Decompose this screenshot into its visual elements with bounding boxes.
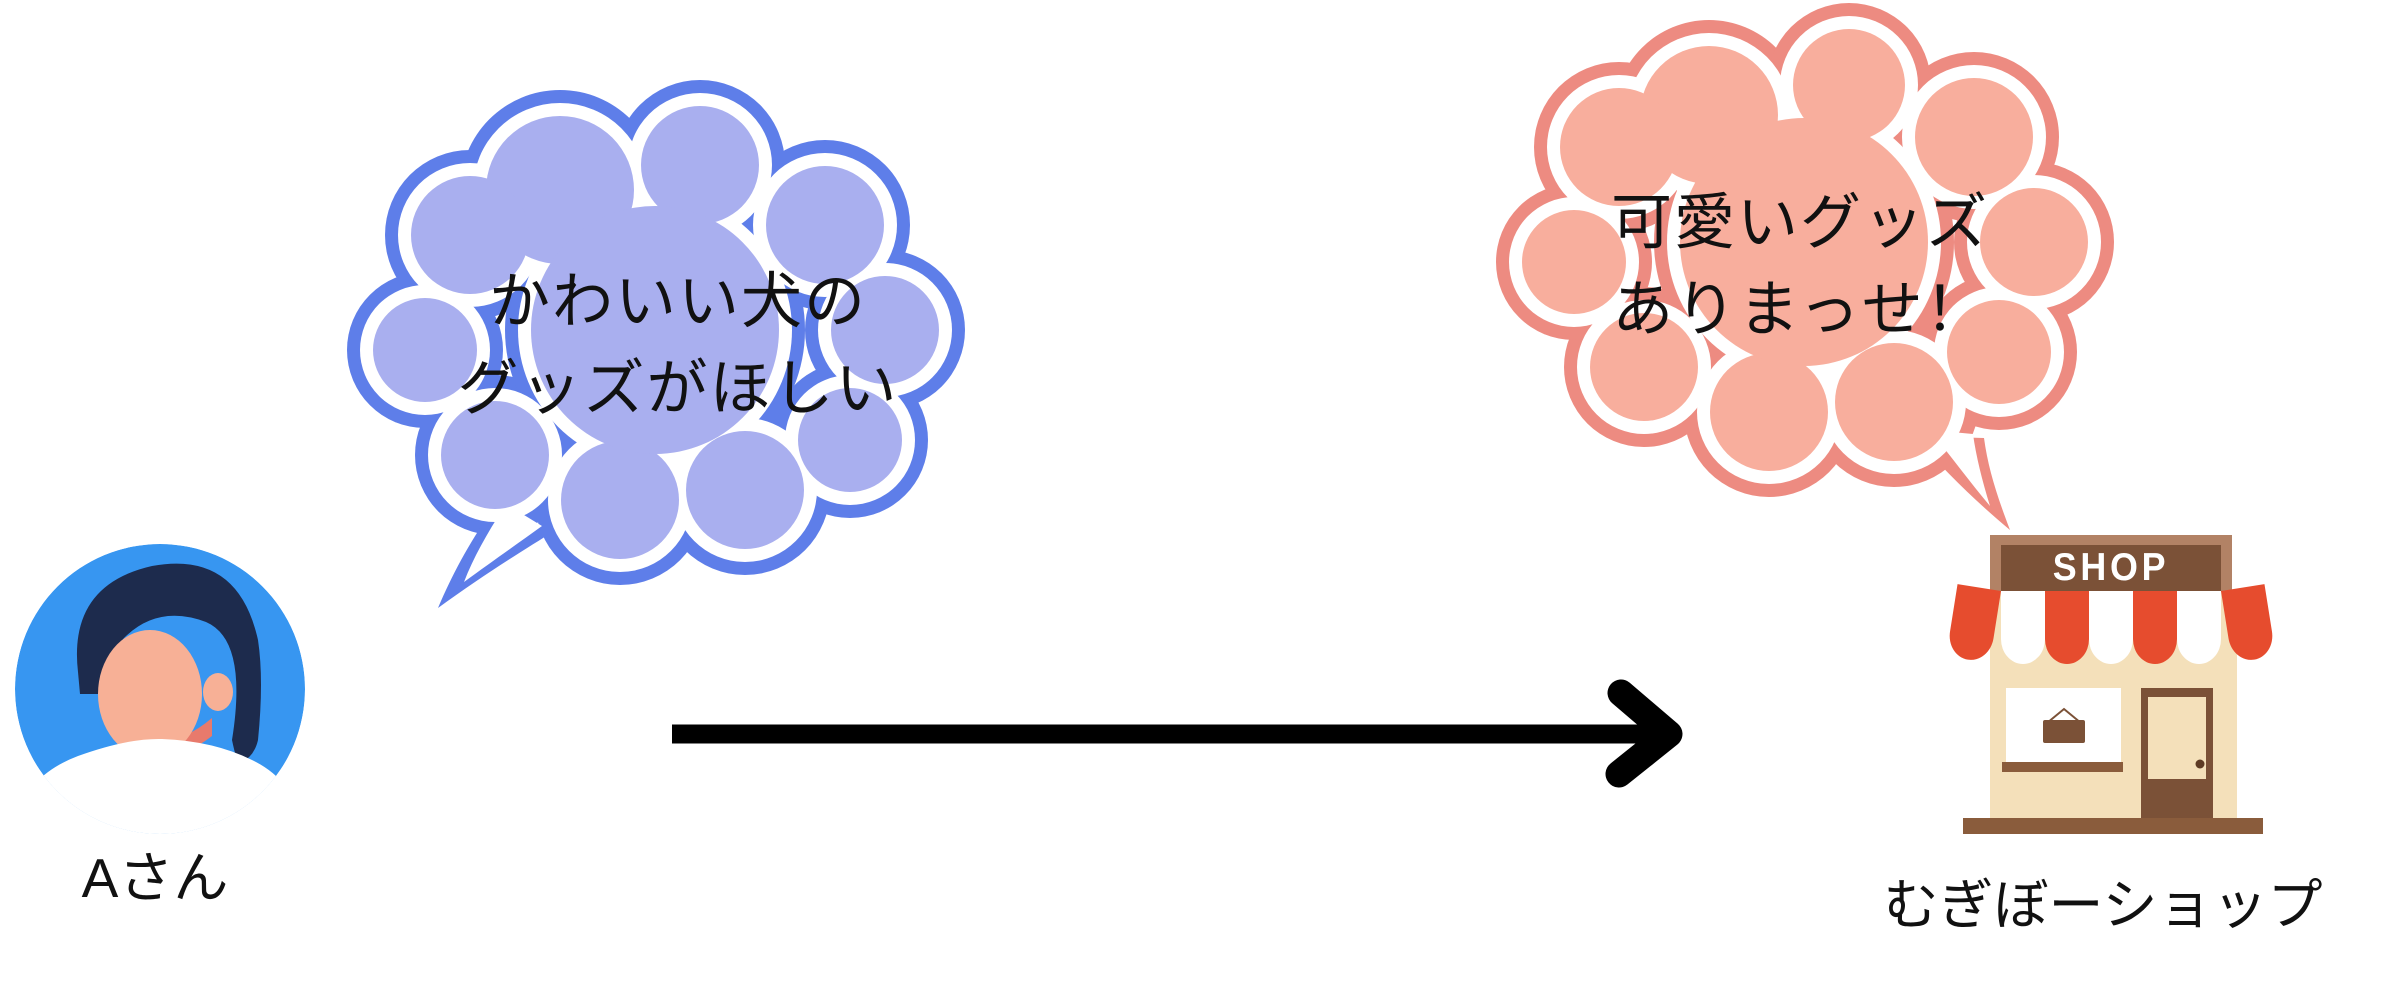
shop-door-knob bbox=[2195, 759, 2205, 769]
avatar-shirt bbox=[15, 738, 303, 834]
customer-bubble-line-2: グッズがほしい bbox=[457, 354, 899, 422]
shop-base bbox=[1963, 818, 2263, 834]
shop-speech-bubble-text: 可愛いグッズ ありまっせ！ bbox=[1611, 179, 1989, 353]
storefront-icon bbox=[1949, 535, 2273, 834]
arrow-right-icon bbox=[672, 679, 1683, 788]
shop-name-label: むぎぼーショップ bbox=[1883, 874, 2323, 936]
customer-speech-bubble-text: かわいい犬の グッズがほしい bbox=[457, 258, 898, 432]
person-avatar-icon bbox=[15, 544, 305, 834]
shop-window-sign-string bbox=[2046, 707, 2082, 724]
avatar-face bbox=[98, 630, 202, 758]
shop-bubble-line-1: 可愛いグッズ bbox=[1610, 188, 1990, 256]
customer-name-label: Aさん bbox=[81, 847, 229, 909]
shop-bubble-line-2: ありまっせ！ bbox=[1612, 275, 1988, 343]
avatar-ear bbox=[203, 673, 233, 711]
shop-speech-bubble-shape bbox=[1496, 3, 2114, 530]
shop-window-sill bbox=[2002, 762, 2123, 772]
customer-bubble-line-1: かわいい犬の bbox=[488, 267, 868, 335]
shop-sign-label: SHOP bbox=[2052, 546, 2170, 589]
avatar-hair bbox=[76, 563, 261, 740]
shop-awning bbox=[1949, 584, 2273, 664]
shop-sign-board bbox=[2001, 545, 2221, 591]
customer-speech-bubble-shape bbox=[347, 80, 965, 608]
speech-bubbles-layer bbox=[347, 3, 2114, 608]
shop-window-sign bbox=[2043, 720, 2085, 743]
